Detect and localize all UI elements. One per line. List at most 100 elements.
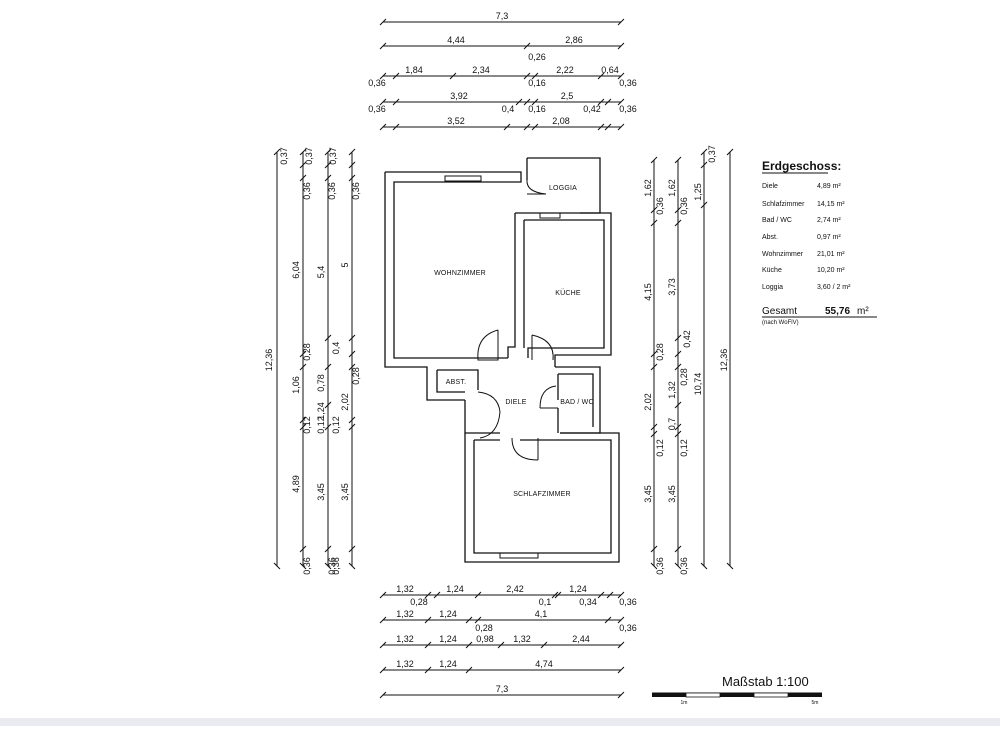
dim-top-label: 2,34	[472, 65, 490, 75]
legend-room-name: Loggia	[762, 284, 783, 291]
room-label-loggia: LOGGIA	[549, 185, 577, 192]
door-wohnzimmer	[477, 329, 499, 361]
dim-right-label: 4,15	[643, 283, 653, 301]
dim-right-label: 0,12	[655, 439, 665, 457]
window-markers	[444, 175, 561, 559]
dim-bottom-label: 1,24	[446, 584, 464, 594]
dim-bottom-label: 1,32	[513, 634, 531, 644]
door-bad	[539, 385, 557, 409]
dim-left-label: 0,12	[316, 416, 326, 434]
dim-right-label: 1,32	[667, 381, 677, 399]
legend-room-area: 0,97 m²	[817, 234, 841, 241]
dim-right-total: 12,36	[719, 349, 729, 372]
dim-left-label: 1,06	[291, 376, 301, 394]
dim-right-label: 3,73	[667, 278, 677, 296]
dim-right-label: 0,36	[655, 197, 665, 215]
room-label-schlafzimmer: SCHLAFZIMMER	[513, 491, 571, 498]
dim-top-label: 2,86	[565, 35, 583, 45]
dim-top-label: 2,5	[561, 91, 574, 101]
dim-bottom-label: 1,24	[569, 584, 587, 594]
dim-left-label: 5	[340, 262, 350, 267]
dim-bottom-label: 1,24	[439, 659, 457, 669]
dim-bottom-label: 0,36	[619, 623, 637, 633]
dim-bottom-label: 4,1	[535, 609, 548, 619]
dim-right-label: 0,12	[679, 439, 689, 457]
scale-bar: Maßstab 1:100 1m 5m	[652, 674, 822, 706]
dim-bottom-label: 0,34	[579, 597, 597, 607]
legend-title: Erdgeschoss:	[762, 159, 841, 173]
dim-right-label: 0,36	[679, 557, 689, 575]
window-schlafzimmer	[499, 552, 539, 559]
dim-left-label: 0,36	[327, 182, 337, 200]
legend-room-area: 4,89 m²	[817, 183, 841, 190]
legend-total-note: (nach WoFlV)	[762, 320, 799, 326]
legend-room-name: Abst.	[762, 234, 778, 241]
legend-total-unit: m²	[857, 306, 869, 317]
legend-room-name: Küche	[762, 267, 782, 274]
dim-bottom-label: 2,42	[506, 584, 524, 594]
left-dimension-chains	[273, 148, 356, 570]
dim-right-label: 10,74	[693, 373, 703, 396]
legend-row: Loggia 3,60 / 2 m²	[762, 284, 851, 291]
dim-right-label: 0,28	[679, 368, 689, 386]
legend-room-area: 21,01 m²	[817, 251, 845, 258]
dim-top-label: 2,08	[552, 116, 570, 126]
dim-top-label: 0,36	[368, 78, 386, 88]
dim-top-label: 2,22	[556, 65, 574, 75]
floor-plan-walls	[384, 157, 620, 563]
dim-top-label: 1,84	[405, 65, 423, 75]
room-label-abst: ABST.	[446, 379, 466, 386]
left-dimension-labels: 12,36 0,37 0,36 6,04 0,28 1,06 0,12 4,89…	[264, 147, 361, 575]
dim-left-label: 0,36	[327, 557, 337, 575]
legend-row: Diele 4,89 m²	[762, 183, 841, 190]
dim-left-label: 0,78	[316, 374, 326, 392]
dim-left-label: 0,36	[302, 557, 312, 575]
door-loggia	[526, 179, 547, 195]
top-dimension-labels: 7,3 4,44 2,86 0,26 0,36 1,84 2,34 0,16 2…	[368, 11, 637, 126]
legend-room-name: Schlafzimmer	[762, 201, 805, 208]
dim-right-label: 2,02	[643, 393, 653, 411]
legend-room-name: Bad / WC	[762, 217, 792, 224]
legend-row: Abst. 0,97 m²	[762, 234, 841, 241]
dim-right-label: 0,28	[655, 343, 665, 361]
door-abst	[477, 391, 501, 413]
dim-left-label: 0,37	[279, 147, 289, 165]
dim-top-label: 0,36	[619, 104, 637, 114]
window-wohnzimmer	[444, 175, 482, 182]
top-dimension-chains	[379, 18, 625, 131]
legend-row: Bad / WC 2,74 m²	[762, 217, 841, 224]
dim-top-label: 0,42	[583, 104, 601, 114]
dim-left-label: 0,12	[331, 416, 341, 434]
dim-top-label: 4,44	[447, 35, 465, 45]
viewer-bottom-bar	[0, 718, 1000, 726]
dim-top-total: 7,3	[496, 11, 509, 21]
dim-right-label: 1,25	[693, 183, 703, 201]
room-label-diele: DIELE	[505, 399, 526, 406]
dim-left-label: 0,36	[351, 182, 361, 200]
dim-bottom-label: 1,32	[396, 659, 414, 669]
legend-room-area: 3,60 / 2 m²	[817, 284, 851, 291]
bottom-dimension-labels: 1,32 1,24 2,42 1,24 0,28 0,1 0,34 0,36 1…	[396, 584, 637, 694]
dim-right-label: 3,45	[643, 485, 653, 503]
scale-title: Maßstab 1:100	[722, 674, 809, 689]
room-label-kueche: KÜCHE	[555, 289, 581, 297]
legend-total-value: 55,76	[825, 306, 850, 317]
dim-top-label: 0,4	[502, 104, 515, 114]
dim-left-label: 0,37	[328, 147, 338, 165]
dim-right-label: 0,7	[667, 418, 677, 431]
dim-bottom-label: 1,32	[396, 584, 414, 594]
dim-right-label: 0,37	[707, 145, 717, 163]
dim-top-label: 0,36	[368, 104, 386, 114]
door-kueche	[531, 334, 554, 361]
dim-top-label: 3,92	[450, 91, 468, 101]
door-swings	[477, 179, 558, 461]
dim-bottom-label: 2,44	[572, 634, 590, 644]
area-legend: Erdgeschoss: Diele 4,89 m² Schlafzimmer …	[762, 159, 877, 326]
dim-bottom-label: 1,32	[396, 634, 414, 644]
dim-left-label: 0,36	[302, 182, 312, 200]
dim-left-label: 0,28	[302, 343, 312, 361]
legend-room-area: 14,15 m²	[817, 201, 845, 208]
door-schlafzimmer	[511, 437, 539, 461]
